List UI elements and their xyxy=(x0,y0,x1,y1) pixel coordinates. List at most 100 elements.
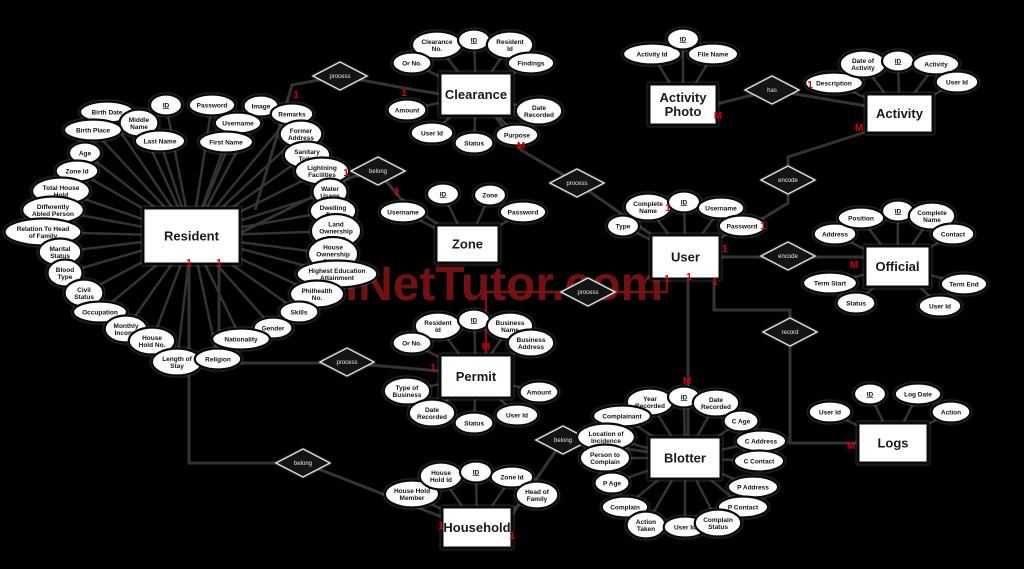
attribute-label: Image xyxy=(252,103,271,110)
attribute-shape xyxy=(278,300,320,324)
relationship-belong-9: belong xyxy=(274,448,332,478)
entity-zone: Zone xyxy=(434,223,501,265)
attribute-label: Action xyxy=(941,409,961,416)
attribute-shape xyxy=(930,222,976,246)
attribute-clearance-status: Status xyxy=(453,131,495,155)
entity-label: Resident xyxy=(164,229,220,244)
attribute-shape xyxy=(453,411,495,435)
attribute-shape xyxy=(133,129,187,153)
attribute-shape xyxy=(812,222,858,246)
relationship-label: belong xyxy=(554,438,572,444)
attribute-label: User Id xyxy=(929,303,951,310)
attribute-label: ID xyxy=(867,391,874,398)
relationship-label: belong xyxy=(369,169,387,175)
attribute-shape xyxy=(62,118,123,142)
entity-blotter: Blotter xyxy=(647,435,723,481)
attribute-user-type: Type xyxy=(605,214,641,238)
attribute-shape xyxy=(605,214,641,238)
attribute-shape xyxy=(722,409,760,433)
attribute-label: Complain xyxy=(610,504,640,511)
cardinality-label: 1 xyxy=(438,521,444,532)
entity-label: Permit xyxy=(456,369,497,384)
attribute-shape xyxy=(693,508,743,538)
attribute-resident-age: Age xyxy=(67,141,103,165)
attribute-logs-log-date: Log Date xyxy=(893,382,943,406)
attribute-label: Amount xyxy=(527,389,552,396)
attribute-user-username: Username xyxy=(696,196,746,220)
attribute-activity-photo-file-name: File Name xyxy=(686,42,740,66)
relationship-label: encode xyxy=(778,254,798,260)
attribute-label: Zone xyxy=(482,192,498,199)
attribute-label: Zone Id xyxy=(65,168,88,175)
attribute-official-term-start: Term Start xyxy=(801,271,859,295)
attribute-shape xyxy=(807,400,853,424)
relationship-record-7: record xyxy=(761,317,819,347)
diamond-shape xyxy=(761,317,819,347)
attribute-label: ID xyxy=(895,58,902,65)
attribute-activity-activity: Activity xyxy=(911,52,961,76)
attribute-shape xyxy=(917,294,963,318)
attribute-official-term-end: Term End xyxy=(939,272,989,296)
attribute-blotter-p-age: P Age xyxy=(593,471,631,495)
relationship-process-0: process xyxy=(311,61,369,91)
relationship-label: process xyxy=(577,290,598,296)
attribute-clearance-findings: Findings xyxy=(506,51,556,75)
relationship-belong-1: belong xyxy=(349,156,407,186)
attribute-label: Status xyxy=(846,300,866,307)
relationship-encode-6: encode xyxy=(759,241,817,271)
entity-shape xyxy=(864,92,935,135)
attribute-shape xyxy=(801,271,859,295)
attribute-shape xyxy=(930,400,972,424)
node-layer: processbelongprocessprocesshasencodeenco… xyxy=(3,27,989,550)
attribute-label: C Age xyxy=(732,418,751,425)
attribute-label: Age xyxy=(79,150,92,157)
entity-shape xyxy=(856,421,930,465)
entity-resident: Resident xyxy=(141,206,242,266)
cardinality-label: M xyxy=(855,123,863,134)
attribute-label: Remarks xyxy=(278,111,306,118)
attribute-label: ID xyxy=(681,394,688,401)
attribute-shape xyxy=(514,480,560,510)
attribute-label: User Id xyxy=(819,409,841,416)
attribute-resident-password: Password xyxy=(187,93,237,117)
attribute-label: Gender xyxy=(262,325,285,332)
entity-shape xyxy=(440,505,514,550)
attribute-clearance-or-no: Or No. xyxy=(391,51,433,75)
attribute-activity-id: ID xyxy=(880,49,916,73)
attribute-shape xyxy=(407,398,457,428)
entity-user: User xyxy=(649,233,722,281)
attribute-label: Status xyxy=(464,420,484,427)
diamond-shape xyxy=(548,168,606,198)
attribute-shape xyxy=(578,443,632,473)
attribute-shape xyxy=(514,96,564,126)
attribute-shape xyxy=(494,403,540,427)
relationship-label: has xyxy=(767,88,777,94)
attribute-shape xyxy=(717,214,767,238)
attribute-zone-password: Password xyxy=(498,200,548,224)
attribute-label: ID xyxy=(473,469,480,476)
entity-household: Household xyxy=(440,505,514,550)
cardinality-label: 1 xyxy=(509,531,515,542)
attribute-activity-photo-id: ID xyxy=(665,27,701,51)
attribute-shape xyxy=(696,196,746,220)
attribute-resident-religion: Religion xyxy=(193,347,243,371)
attribute-resident-username: Username xyxy=(213,111,263,135)
